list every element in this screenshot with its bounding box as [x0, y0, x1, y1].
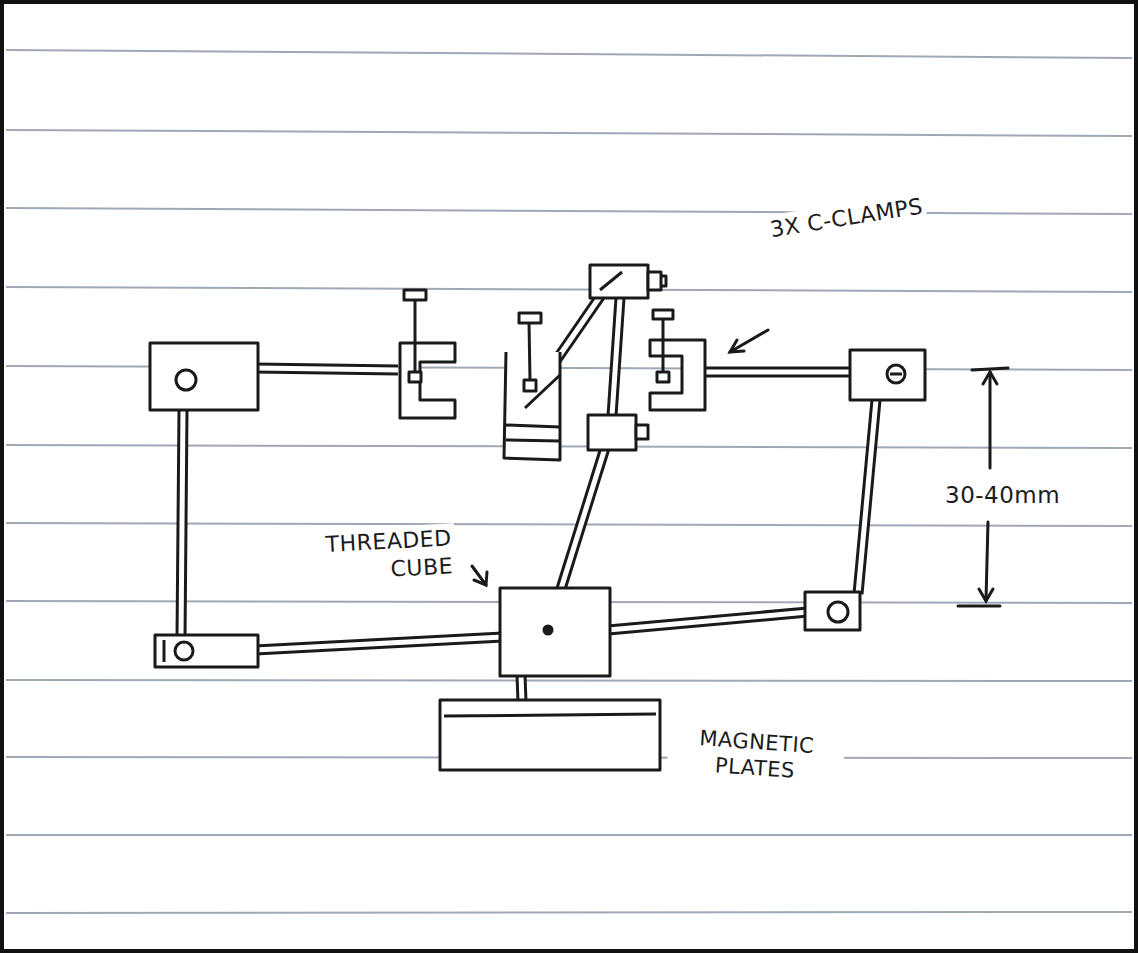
thread-hole	[544, 626, 552, 634]
rod	[522, 288, 606, 410]
clamp-jaw	[506, 425, 560, 441]
bore-hole	[887, 365, 905, 383]
callout-label: 30-40mm	[942, 480, 1063, 511]
ruled-line	[6, 445, 1132, 448]
stem	[521, 675, 522, 702]
dimension-line	[989, 372, 992, 468]
c-clamp	[650, 340, 705, 410]
rod	[255, 368, 398, 370]
rod-through-clamp	[525, 375, 560, 408]
set-screw	[648, 272, 661, 290]
threaded-cube	[500, 588, 610, 676]
dimension-tick	[958, 605, 1000, 608]
arrowhead	[983, 372, 997, 384]
leader-line	[730, 330, 768, 352]
clamp-pad	[409, 372, 421, 382]
ruled-line	[6, 523, 1132, 526]
clamp-screw	[414, 300, 417, 372]
magnetic-plate	[440, 700, 660, 770]
rod	[522, 288, 606, 410]
set-screw	[636, 425, 648, 439]
clamp-screw	[529, 322, 530, 380]
bore-mark	[890, 373, 902, 376]
bore-hole	[828, 602, 848, 622]
annotations	[472, 330, 1008, 606]
ruled-lines	[6, 50, 1132, 913]
blocks	[150, 265, 925, 770]
rod	[858, 400, 876, 594]
clamp-screw	[662, 318, 665, 378]
ruled-line	[6, 287, 1132, 292]
block-mark	[600, 272, 622, 290]
clamp-handle	[404, 290, 426, 300]
c-clamp	[504, 352, 560, 460]
set-screw-head	[661, 276, 666, 286]
clamp-pad	[524, 380, 536, 391]
bore-hole	[175, 642, 193, 660]
rod	[608, 612, 808, 630]
bore-hole	[176, 370, 196, 390]
connector-block	[805, 592, 860, 630]
clamp-handle	[519, 313, 541, 323]
rod	[255, 637, 503, 650]
rod	[255, 637, 503, 650]
block-edge	[163, 640, 166, 662]
rod	[858, 400, 876, 594]
stem	[521, 675, 522, 702]
rod	[612, 298, 620, 416]
ruled-line	[6, 130, 1132, 136]
ruled-line	[6, 50, 1132, 58]
c-clamps	[400, 290, 705, 460]
rod	[181, 410, 183, 640]
rod	[608, 612, 808, 630]
connector-block	[150, 343, 258, 410]
rod	[705, 367, 852, 378]
rod	[255, 368, 398, 370]
rod-outlines	[181, 288, 876, 702]
rod-cores	[181, 288, 876, 702]
callout-label: MAGNETIC PLATES	[666, 722, 845, 789]
arrowhead	[730, 340, 744, 352]
c-clamp	[400, 343, 455, 418]
clamp-handle	[653, 310, 673, 319]
arrowhead	[474, 572, 487, 585]
rod	[181, 410, 183, 640]
rods	[181, 288, 876, 702]
rod	[612, 298, 620, 416]
plate-seam	[444, 714, 656, 716]
ruled-line	[6, 208, 1132, 214]
clamp-pad	[657, 372, 669, 382]
ruled-line	[6, 834, 1132, 836]
connector-block	[850, 350, 925, 400]
leader-line	[472, 566, 486, 585]
swivel-block	[588, 415, 636, 450]
rod	[560, 448, 605, 592]
dimension-line	[986, 522, 988, 600]
rod	[705, 370, 852, 375]
ruled-line	[6, 680, 1132, 681]
callout-label: 3X C-CLAMPS	[765, 191, 928, 245]
callout-label: THREADED CUBE	[268, 523, 457, 590]
swivel-block	[590, 265, 648, 298]
connector-block	[155, 635, 258, 667]
rod	[560, 448, 605, 592]
ruled-line	[6, 912, 1132, 913]
arrowhead	[979, 589, 993, 601]
